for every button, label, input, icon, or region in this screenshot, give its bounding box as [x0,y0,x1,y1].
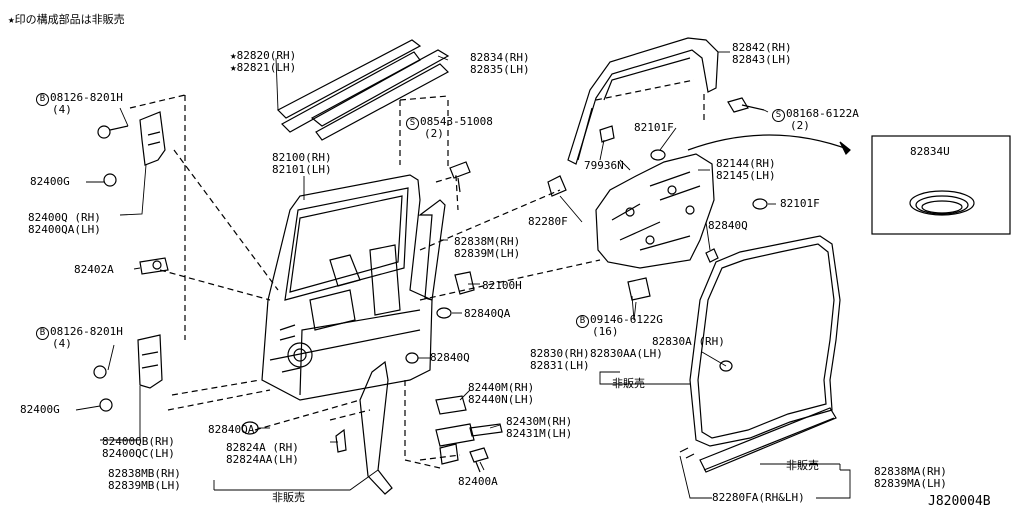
hinge-top [97,111,166,187]
part-82842[interactable]: 82842(RH) [732,41,792,54]
inset-box [871,135,1011,235]
part-number: 08168-6122A [786,107,859,120]
part-82400g-top[interactable]: 82400G [30,175,70,188]
part-82834u[interactable]: 82834U [910,145,950,158]
part-number: 09146-6122G [590,313,663,326]
part-82830[interactable]: 82830(RH) [530,347,590,360]
part-82145[interactable]: 82145(LH) [716,169,776,182]
part-82838ma[interactable]: 82838MA(RH) [874,465,947,478]
part-82431m[interactable]: 82431M(LH) [506,427,573,440]
part-82838m[interactable]: 82838M(RH) [454,235,521,248]
part-82400g-bottom[interactable]: 82400G [20,403,60,416]
part-82830aa[interactable]: 82830AA(LH) [590,347,663,360]
door-shell-82100 [261,174,433,401]
part-82820[interactable]: ★82820(RH) [230,49,297,62]
weatherstrip-82834 [310,49,450,141]
part-82839ma[interactable]: 82839MA(LH) [874,477,947,490]
part-number: 08126-8201H [50,91,123,104]
non-sale-mid: 非販売 [612,377,645,390]
door-seal-82830 [689,235,841,447]
guide-lines-left [129,94,279,411]
bolt-marker: B [36,327,49,340]
part-82101[interactable]: 82101(LH) [272,163,332,176]
part-82402a[interactable]: 82402A [74,263,114,276]
inner-fasteners [627,198,768,301]
part-82824a[interactable]: 82824A (RH) [226,441,299,454]
sash-strip-82838mb [359,360,393,495]
part-82400q[interactable]: 82400Q (RH) [28,211,101,224]
part-82839m[interactable]: 82839M(LH) [454,247,521,260]
door-sash-82842 [567,37,719,165]
non-sale-right: 非販売 [786,459,819,472]
bolt-qty-09146: (16) [592,325,619,338]
part-79936n[interactable]: 79936N [584,159,624,172]
part-82840qa-b[interactable]: 82840QA [208,423,255,436]
part-82830a[interactable]: 82830A (RH) [652,335,725,348]
part-82834[interactable]: 82834(RH) [470,51,530,64]
diagram-id: J820004B [928,494,991,509]
non-sale-bottom: 非販売 [272,491,305,504]
hinge-bottom [93,334,163,412]
bolt-qty-bottom: (4) [52,337,72,350]
sash-fasteners [547,97,765,197]
part-82824aa[interactable]: 82824AA(LH) [226,453,299,466]
part-82430m[interactable]: 82430M(RH) [506,415,573,428]
inset-seal [909,190,975,216]
part-82440m[interactable]: 82440M(RH) [468,381,535,394]
part-82840qa-a[interactable]: 82840QA [464,307,511,320]
part-82400qb[interactable]: 82400QB(RH) [102,435,175,448]
inset-arrow [687,134,851,151]
non-sale-note: ★印の構成部品は非販売 [8,13,125,26]
part-82840q-a[interactable]: 82840Q [708,219,748,232]
part-82144[interactable]: 82144(RH) [716,157,776,170]
part-82839mb[interactable]: 82839MB(LH) [108,479,181,492]
inner-panel-82144 [595,153,715,269]
part-82440n[interactable]: 82440N(LH) [468,393,535,406]
screw-marker: S [772,109,785,122]
screw-marker: S [406,117,419,130]
dashed-sash [595,79,705,120]
part-82843[interactable]: 82843(LH) [732,53,792,66]
part-82400qc[interactable]: 82400QC(LH) [102,447,175,460]
bolt-marker: B [576,315,589,328]
guide-lines-bottom [254,380,461,469]
part-82280fa[interactable]: 82280FA(RH&LH) [712,491,805,504]
lock-assembly-82430m [435,395,503,473]
part-82400qa[interactable]: 82400QA(LH) [28,223,101,236]
sash-strip-82838m [418,199,446,301]
part-number: 08543-51008 [420,115,493,128]
bolt-qty-top: (4) [52,103,72,116]
part-82838mb[interactable]: 82838MB(RH) [108,467,181,480]
part-82835[interactable]: 82835(LH) [470,63,530,76]
part-number: 08126-8201H [50,325,123,338]
part-82100h[interactable]: 82100H [482,279,522,292]
part-82101f-a[interactable]: 82101F [634,121,674,134]
part-82400a[interactable]: 82400A [458,475,498,488]
part-82100[interactable]: 82100(RH) [272,151,332,164]
leader-lines [75,51,851,499]
screw-qty-08168: (2) [790,119,810,132]
sill-strip-82838ma [679,407,837,473]
door-check-82402a [139,257,169,275]
part-82101f-b[interactable]: 82101F [780,197,820,210]
screw-qty-08543: (2) [424,127,444,140]
bolt-marker: B [36,93,49,106]
part-82280f[interactable]: 82280F [528,215,568,228]
part-82840q-b[interactable]: 82840Q [430,351,470,364]
part-82821[interactable]: ★82821(LH) [230,61,297,74]
part-82831[interactable]: 82831(LH) [530,359,590,372]
